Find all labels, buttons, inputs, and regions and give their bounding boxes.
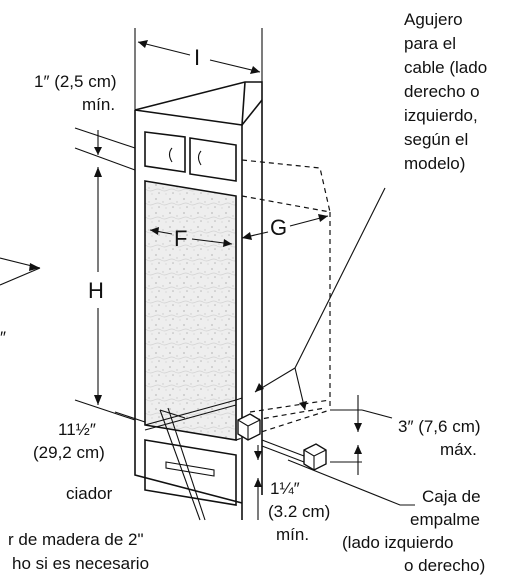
dimension-i: I xyxy=(137,40,261,74)
upper-doors xyxy=(144,131,237,182)
hole-line6: según el xyxy=(404,130,468,149)
dimension-f: F xyxy=(149,226,233,251)
box-line3: (lado izquierdo xyxy=(342,533,454,552)
right-clearance: 3″ (7,6 cm) máx. xyxy=(330,395,481,475)
dim-i-label: I xyxy=(194,45,200,70)
bottom-clearance: 1¼″ (3.2 cm) mín. xyxy=(254,445,330,544)
top-clearance-line2: mín. xyxy=(82,95,115,114)
hole-line7: modelo) xyxy=(404,154,465,173)
bottom-clearance-line3: mín. xyxy=(276,525,309,544)
bottom-clearance-line2: (3.2 cm) xyxy=(268,502,330,521)
hole-line4: derecho o xyxy=(404,82,480,101)
left-partial-callouts xyxy=(0,257,41,286)
dim-h-label: H xyxy=(88,278,104,303)
junction-boxes xyxy=(237,413,327,471)
cabinet-outline xyxy=(134,28,263,520)
junction-box-label: Caja de empalme (lado izquierdo o derech… xyxy=(342,487,485,575)
dimension-h: H xyxy=(74,147,136,421)
bottom-dim-line2: (29,2 cm) xyxy=(33,443,105,462)
left-partial-labels: ″ ciador r de madera de 2" ho si es nece… xyxy=(0,328,149,573)
left-partial-line4: ″ xyxy=(0,328,6,347)
hole-line3: cable (lado xyxy=(404,58,487,77)
cable-hole-label: Agujero para el cable (lado derecho o iz… xyxy=(404,10,487,173)
right-clearance-line2: máx. xyxy=(440,440,477,459)
bottom-drawer xyxy=(144,439,237,506)
hole-line2: para el xyxy=(404,34,456,53)
box-line1: Caja de xyxy=(422,487,481,506)
appliance-opening xyxy=(144,159,331,441)
right-clearance-line1: 3″ (7,6 cm) xyxy=(398,417,481,436)
bottom-dimension: 11½″ (29,2 cm) xyxy=(33,411,146,462)
top-clearance-line1: 1″ (2,5 cm) xyxy=(34,72,117,91)
hole-line5: izquierdo, xyxy=(404,106,478,125)
dim-f-label: F xyxy=(174,226,187,251)
hole-leader-lines xyxy=(159,187,386,521)
left-partial-line1: ciador xyxy=(66,484,113,503)
dim-g-label: G xyxy=(270,215,287,240)
box-line4: o derecho) xyxy=(404,556,485,575)
top-clearance: 1″ (2,5 cm) mín. xyxy=(34,72,136,155)
dimension-g: G xyxy=(241,214,329,240)
box-leader xyxy=(287,459,415,506)
left-partial-line3: ho si es necesario xyxy=(12,554,149,573)
bottom-dim-line1: 11½″ xyxy=(58,420,96,439)
bottom-clearance-line1: 1¼″ xyxy=(270,479,300,498)
left-partial-line2: r de madera de 2" xyxy=(8,530,144,549)
hole-line1: Agujero xyxy=(404,10,463,29)
box-line2: empalme xyxy=(410,510,480,529)
